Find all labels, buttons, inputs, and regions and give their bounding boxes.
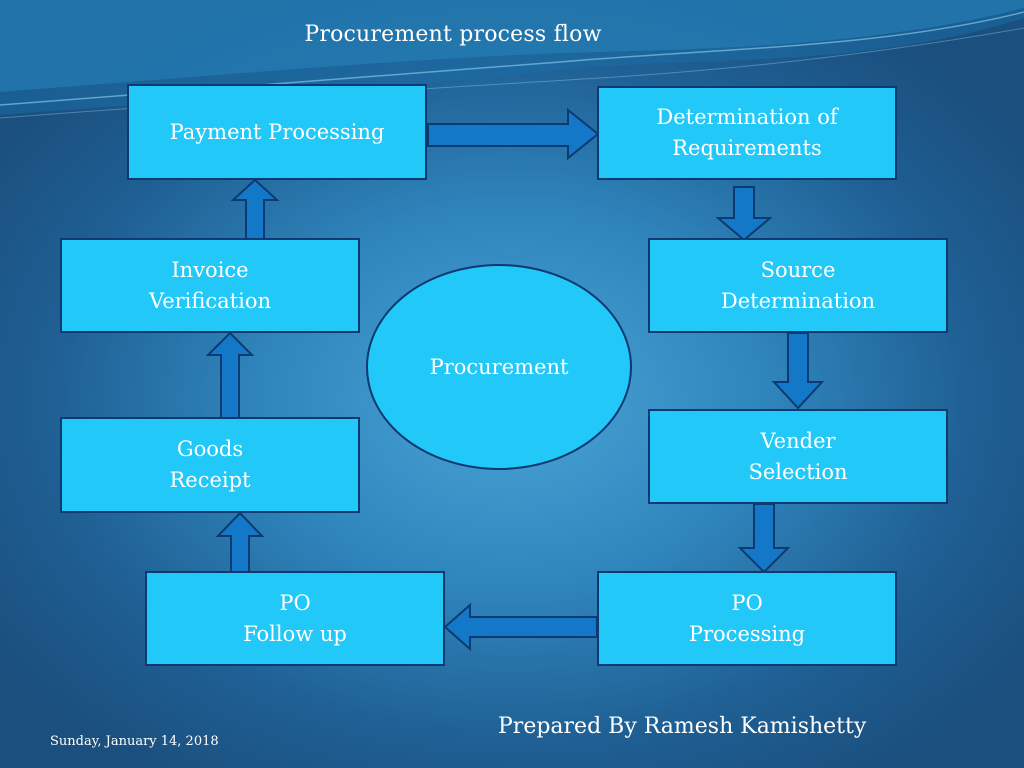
arrow-vender-to-po-processing (737, 503, 791, 574)
step-goods-receipt: Goods Receipt (60, 417, 360, 513)
slide-title: Procurement process flow (304, 22, 602, 47)
step-label: Invoice Verification (148, 257, 272, 313)
center-label: Procurement (429, 355, 569, 379)
arrow-invoice-to-payment (230, 178, 280, 240)
step-label: Source Determination (720, 257, 876, 313)
footer-author: Prepared By Ramesh Kamishetty (498, 714, 867, 739)
step-label: Determination of Requirements (656, 105, 838, 160)
step-po-processing: PO Processing (597, 571, 897, 666)
step-vender-selection: Vender Selection (648, 409, 948, 504)
step-label: Payment Processing (169, 119, 385, 144)
step-determination-of-requirements: Determination of Requirements (597, 86, 897, 180)
step-label: Goods Receipt (169, 437, 251, 492)
step-po-follow-up: PO Follow up (145, 571, 445, 666)
step-label: PO Follow up (243, 590, 347, 646)
step-label: Vender Selection (748, 428, 848, 484)
step-invoice-verification: Invoice Verification (60, 238, 360, 333)
arrow-po-processing-to-po-followup (443, 602, 598, 652)
step-payment-processing: Payment Processing (127, 84, 427, 180)
arrow-po-followup-to-goods-receipt (215, 511, 265, 573)
arrow-determination-to-source (715, 186, 773, 242)
center-procurement-node: Procurement (366, 264, 632, 470)
footer-date: Sunday, January 14, 2018 (50, 734, 219, 749)
arrow-source-to-vender (771, 332, 825, 410)
step-label: PO Processing (688, 590, 806, 646)
arrow-goods-receipt-to-invoice (205, 331, 255, 419)
step-source-determination: Source Determination (648, 238, 948, 333)
